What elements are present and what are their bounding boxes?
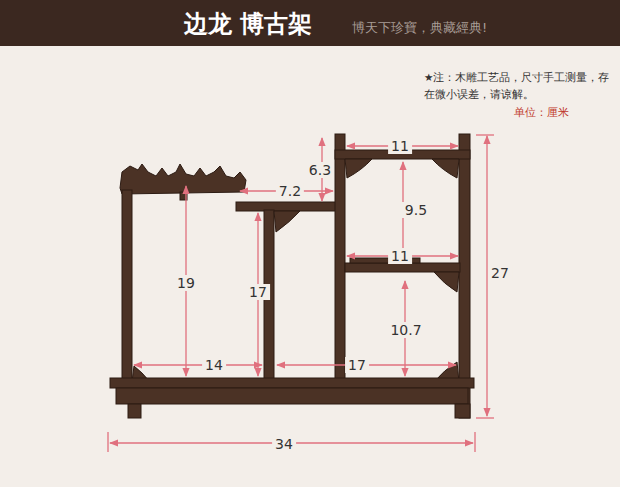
dimension-value: 10.7 [387, 322, 424, 338]
header-band [0, 0, 620, 46]
dimension-value: 7.2 [276, 183, 304, 199]
unit-note: 单位：厘米 [514, 107, 569, 120]
dimension-lines [108, 135, 494, 452]
dimension-value: 9.5 [402, 202, 430, 218]
dimension-value: 17 [246, 284, 270, 300]
shelf-wood [110, 134, 474, 418]
dimension-value: 19 [174, 275, 198, 291]
dimension-value: 11 [388, 138, 412, 154]
dimension-value: 27 [488, 265, 512, 281]
dimension-value: 6.3 [306, 162, 334, 178]
dimension-value: 17 [345, 357, 369, 373]
note-text: ★注：木雕工艺品，尺寸手工测量，存在微小误差，请谅解。 [424, 69, 610, 103]
dimension-value: 14 [202, 357, 226, 373]
slogan: 博天下珍寶，典藏經典! [352, 21, 487, 36]
dimension-value: 34 [272, 436, 296, 452]
page-title: 边龙 博古架 [184, 11, 312, 39]
dimension-value: 11 [388, 248, 412, 264]
